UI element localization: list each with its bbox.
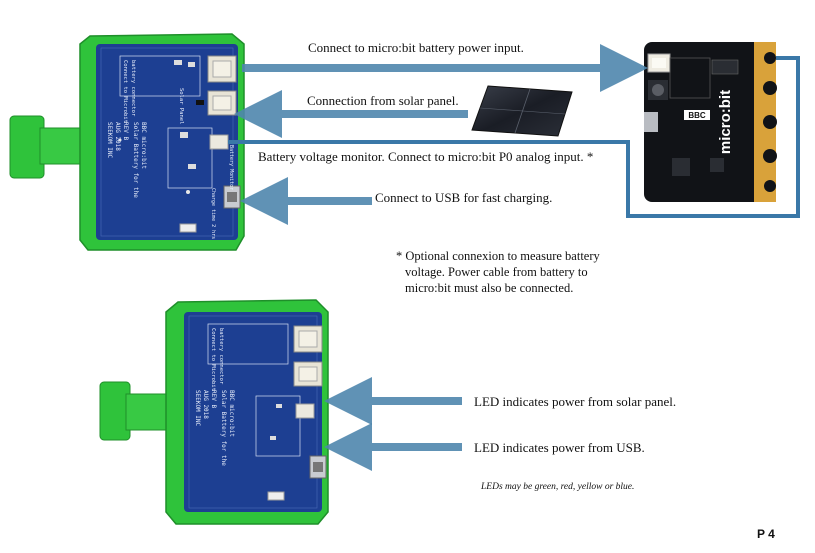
svg-text:Connect to Microbit: Connect to Microbit — [210, 328, 216, 391]
microbit-board: BBC micro:bit — [644, 42, 777, 202]
svg-text:battery connector: battery connector — [130, 60, 136, 117]
svg-text:SEEKOM INC: SEEKOM INC — [106, 122, 113, 159]
top-board: Connect to Microbit battery connector SE… — [9, 33, 245, 251]
label-led-usb: LED indicates power from USB. — [474, 440, 645, 455]
bottom-board: SEEKOM INC AUG 2018 REV B Solar Battery … — [99, 299, 329, 525]
svg-text:Charge time 2 hrs: Charge time 2 hrs — [210, 188, 216, 239]
svg-text:Solar Battery for the: Solar Battery for the — [132, 122, 139, 198]
svg-text:Battery Monitor: Battery Monitor — [228, 145, 234, 190]
label-solar-panel: Connection from solar panel. — [307, 93, 459, 108]
optional-note: * Optional connexion to measure battery … — [396, 248, 600, 296]
svg-text:Solar Panel: Solar Panel — [178, 88, 184, 124]
microbit-logo: micro:bit — [717, 90, 734, 154]
svg-text:AUG 2018: AUG 2018 — [114, 122, 121, 151]
solar-panel — [471, 85, 573, 137]
svg-text:BBC micro:bit: BBC micro:bit — [228, 390, 235, 437]
page-number: P 4 — [757, 527, 775, 541]
note-asterisk: * — [396, 249, 403, 263]
svg-text:REV B: REV B — [122, 122, 129, 140]
label-usb-charge: Connect to USB for fast charging. — [375, 190, 553, 205]
svg-text:Solar Battery for the: Solar Battery for the — [220, 390, 227, 466]
svg-text:SEEKOM INC: SEEKOM INC — [194, 390, 201, 427]
note-line-3: micro:bit must also be connected. — [405, 281, 574, 295]
svg-text:Connect to Microbit: Connect to Microbit — [122, 60, 128, 123]
svg-text:battery connector: battery connector — [218, 328, 224, 385]
svg-text:BBC micro:bit: BBC micro:bit — [140, 122, 147, 169]
svg-text:REV B: REV B — [210, 390, 217, 408]
svg-text:AUG 2018: AUG 2018 — [202, 390, 209, 419]
note-line-1: Optional connexion to measure battery — [405, 249, 600, 263]
label-battery-input: Connect to micro:bit battery power input… — [308, 40, 524, 55]
label-led-solar: LED indicates power from solar panel. — [474, 394, 677, 409]
monitor-cable — [228, 56, 800, 218]
note-line-2: voltage. Power cable from battery to — [405, 265, 588, 279]
led-colors-note: LEDs may be green, red, yellow or blue. — [481, 482, 635, 492]
microbit-bbc-logo: BBC — [688, 111, 706, 120]
label-voltage-monitor: Battery voltage monitor. Connect to micr… — [258, 149, 594, 164]
